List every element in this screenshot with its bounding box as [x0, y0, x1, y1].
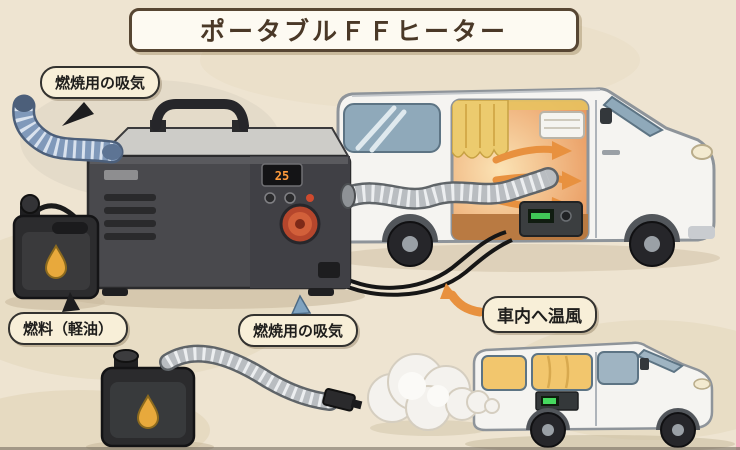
bottom-edge-line: [0, 447, 740, 450]
curtain-folds: [465, 104, 495, 148]
curtain-lines: [546, 355, 570, 389]
intake-vents: [104, 194, 156, 240]
van-front-wheel: [624, 214, 680, 267]
portable-ff-heater: 25: [86, 99, 356, 296]
top-lip: [90, 157, 348, 164]
label-intake-top-text: 燃焼用の吸気: [55, 74, 146, 92]
window-glare: [355, 105, 407, 153]
curtain-valance: [452, 100, 588, 110]
van-roofline: [351, 89, 601, 97]
exhaust-steam-cloud: [367, 353, 500, 431]
label-fuel: 燃料（軽油）: [8, 312, 129, 345]
ac-vent-lines: [544, 119, 580, 129]
canister-cap: [113, 349, 139, 363]
carry-handle: [151, 99, 249, 131]
windshield-small: [636, 348, 684, 374]
fuel-arrow: [62, 292, 80, 312]
door-interior: [452, 100, 588, 240]
van-rear-wheel: [382, 214, 438, 267]
side-mirror: [600, 108, 612, 124]
in-van-heater-small: [535, 391, 579, 411]
fuel-canister: [100, 344, 363, 448]
unit-knob: [560, 210, 572, 222]
rear-window-lit: [481, 355, 527, 391]
heater-display-value: 25: [275, 169, 289, 183]
brand-plate: [104, 170, 138, 180]
hose-connector: [102, 144, 122, 160]
front-bumper: [688, 226, 715, 239]
title-text: ポータブルＦＦヒーター: [199, 17, 508, 46]
power-indicator: [306, 194, 314, 202]
mirror-small: [640, 358, 649, 370]
in-van-heater-unit: [519, 201, 583, 237]
title-banner: ポータブルＦＦヒーター: [129, 8, 579, 52]
label-intake-bottom-text: 燃焼用の吸気: [253, 322, 344, 340]
combustion-intake-hose: [12, 94, 124, 164]
canister-drop-icon: [136, 394, 160, 429]
intake-top-arrow: [62, 102, 94, 126]
duct-flange: [340, 183, 356, 209]
interior-ac-unit: [539, 111, 585, 139]
label-intake-bottom: 燃焼用の吸気: [238, 314, 359, 347]
foot-left: [102, 288, 128, 296]
cable-port: [318, 262, 340, 278]
front-wheel-small: [656, 408, 700, 448]
label-fuel-text: 燃料（軽油）: [23, 320, 114, 338]
door-handle: [602, 150, 620, 155]
tank-cap: [20, 194, 40, 214]
label-warm-air: 車内へ温風: [482, 296, 597, 333]
button-left: [264, 192, 276, 204]
fuel-tank: [12, 194, 100, 300]
camper-van-bottom: [472, 341, 714, 448]
intake-bottom-arrow: [290, 294, 312, 315]
van-windshield: [602, 95, 664, 138]
headlight: [691, 144, 713, 160]
heater-top-face: [97, 127, 350, 157]
front-window-small: [597, 351, 639, 385]
headlight-small: [693, 378, 711, 390]
foot-right: [308, 288, 334, 296]
label-warm-air-text: 車内へ温風: [497, 307, 582, 327]
rear-wheel-small: [526, 408, 570, 448]
label-pointers: [62, 102, 485, 317]
heater-display: [261, 163, 303, 187]
hose-nozzle: [322, 388, 363, 412]
pump-hose: [159, 344, 363, 412]
control-knob: [279, 203, 321, 245]
pink-edge-strip: [736, 0, 740, 450]
warm-air-arrowhead: [440, 283, 459, 299]
hose-open-end: [14, 96, 34, 112]
heat-duct: [334, 167, 559, 210]
fuel-drop-icon: [44, 244, 68, 279]
label-intake-top: 燃焼用の吸気: [40, 66, 161, 99]
power-cables: [320, 230, 513, 297]
button-right: [284, 192, 296, 204]
tank-handle: [52, 222, 88, 234]
mid-window-lit: [531, 353, 593, 391]
